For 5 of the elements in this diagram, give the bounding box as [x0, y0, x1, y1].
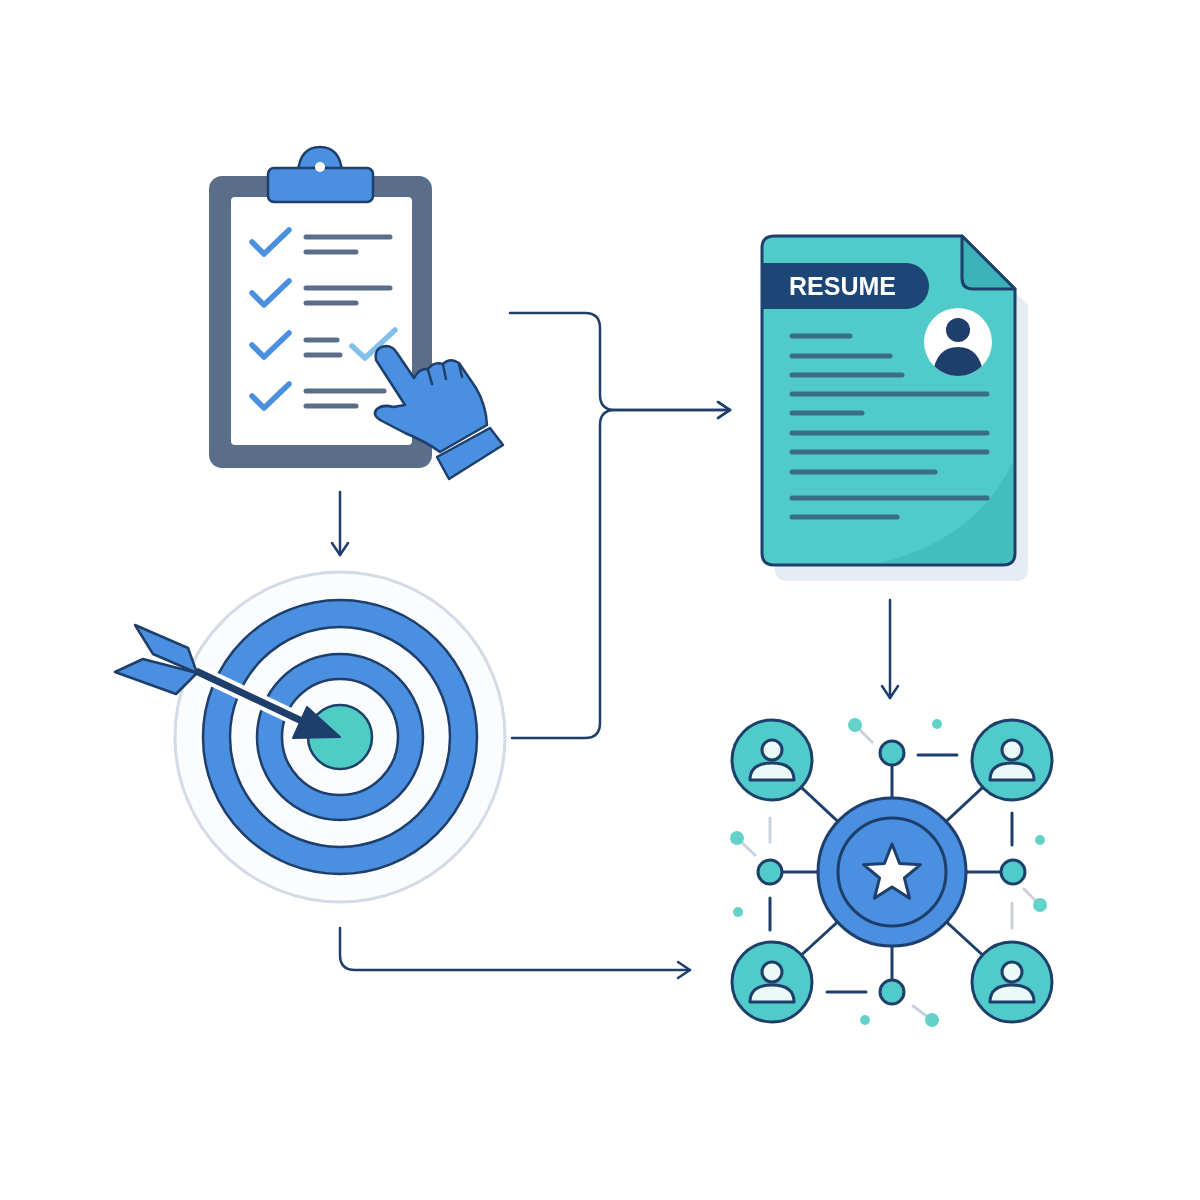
connector-arrow — [880, 598, 900, 700]
document-title: RESUME — [761, 263, 929, 309]
connector-arrow — [338, 926, 692, 980]
connector-arrow — [510, 400, 732, 740]
connector-arrow — [330, 490, 350, 557]
